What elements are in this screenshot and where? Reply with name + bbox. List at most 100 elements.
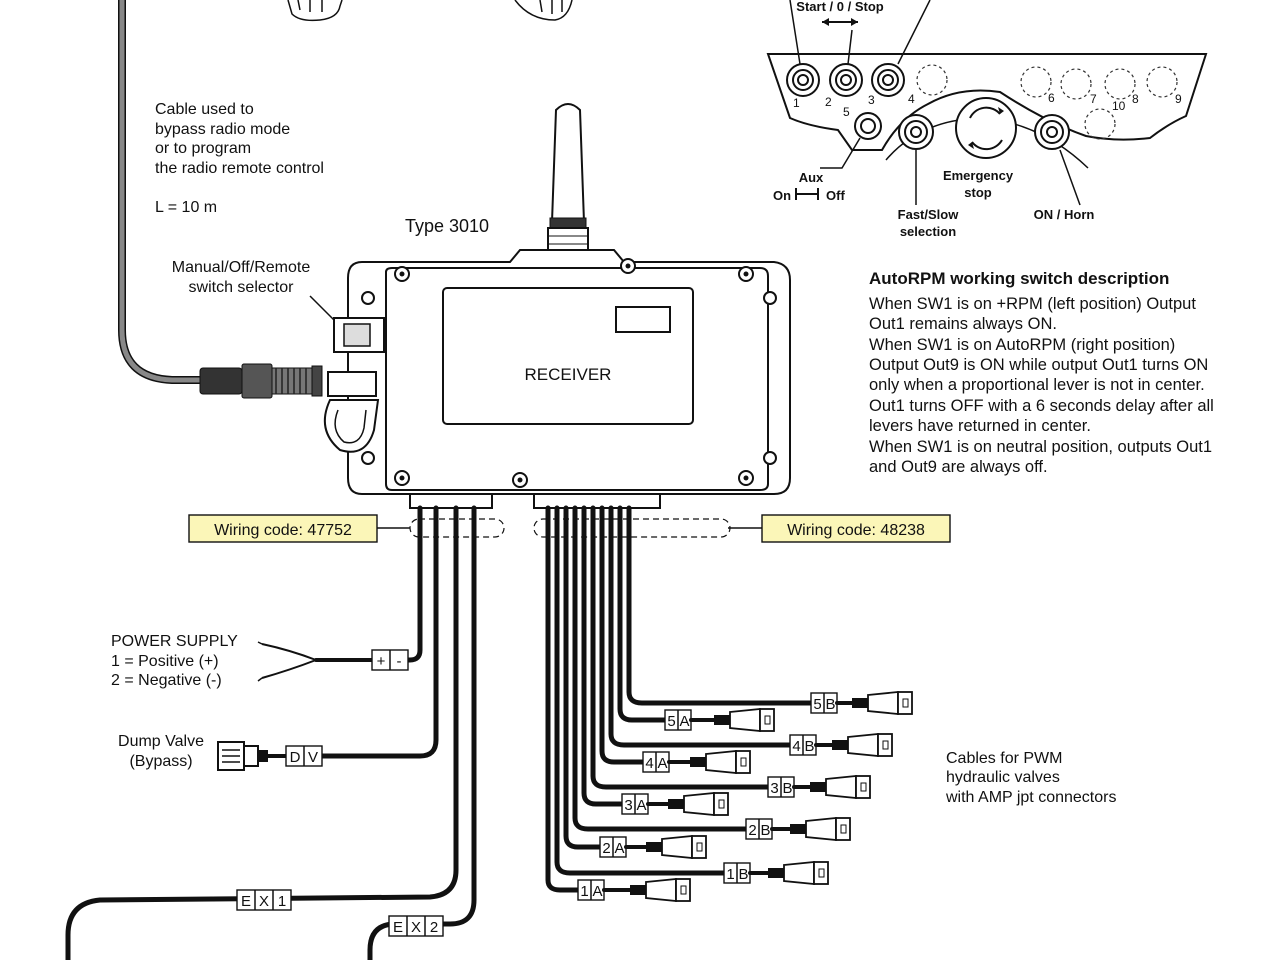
remote-control-panel: 1 2 3 4 5 6 7 10 8 9 Start / 0 / Stop Au… [766,0,1208,239]
svg-text:A: A [592,883,602,900]
valve-2a: 2 A [599,835,707,859]
svg-text:3: 3 [624,797,632,814]
svg-text:X: X [259,893,269,910]
switch-knob-5[interactable] [854,112,882,140]
svg-text:Off: Off [826,188,845,203]
svg-text:selection: selection [900,224,956,239]
svg-text:Wiring code: 48238: Wiring code: 48238 [787,522,925,539]
svg-text:1: 1 [580,883,588,900]
right-harness [545,505,814,893]
svg-text:B: B [804,738,814,755]
svg-text:or to program: or to program [155,140,251,157]
svg-text:2: 2 [602,840,610,857]
antenna [543,103,593,275]
wiring-code-left: Wiring code: 47752 [188,514,505,543]
svg-text:B: B [825,696,835,713]
switch-knob-3[interactable] [871,63,905,97]
receiver-housing [347,249,791,509]
svg-text:7: 7 [1090,92,1097,106]
svg-text:(Bypass): (Bypass) [129,753,192,770]
svg-text:9: 9 [1175,92,1182,106]
svg-text:B: B [738,866,748,883]
svg-text:E: E [241,893,251,910]
svg-text:Cables for PWM: Cables for PWM [946,750,1062,767]
svg-text:E: E [393,919,403,936]
valve-2b: 2 B [745,817,851,841]
svg-text:Output Out9 is ON while output: Output Out9 is ON while output Out1 turn… [869,356,1208,374]
svg-text:-: - [397,653,402,670]
aux-label: Aux [799,170,824,185]
svg-text:POWER SUPPLY: POWER SUPPLY [111,633,238,650]
svg-text:ON / Horn: ON / Horn [1034,207,1095,222]
svg-text:the radio remote control: the radio remote control [155,160,324,177]
svg-text:hydraulic valves: hydraulic valves [946,769,1060,786]
valve-1b: 1 B [723,861,829,885]
svg-text:X: X [411,919,421,936]
svg-text:3: 3 [770,780,778,797]
svg-text:When SW1 is on neutral positio: When SW1 is on neutral position, outputs… [869,438,1212,456]
svg-text:levers have returned in center: levers have returned in center. [869,417,1091,435]
svg-text:2: 2 [748,822,756,839]
svg-text:3: 3 [868,93,875,107]
ghost-knob-10 [1084,108,1116,140]
switch-knob-1[interactable] [786,63,820,97]
fast-slow-knob[interactable] [898,114,934,150]
svg-text:8: 8 [1132,92,1139,106]
svg-text:D: D [290,749,301,766]
svg-text:Out1 turns OFF with a 6 second: Out1 turns OFF with a 6 seconds delay af… [869,397,1214,415]
svg-text:L = 10 m: L = 10 m [155,199,217,216]
autorpm-description: AutoRPM working switch description When … [869,269,1214,476]
receiver-label: RECEIVER [525,365,612,384]
valve-3a: 3 A [621,792,729,816]
svg-text:A: A [636,797,646,814]
svg-text:When SW1 is on AutoRPM (right: When SW1 is on AutoRPM (right position) [869,336,1175,354]
valve-1a: 1 A [577,878,691,902]
on-horn-knob[interactable] [1034,114,1070,150]
svg-text:Manual/Off/Remote: Manual/Off/Remote [172,259,311,276]
svg-text:2: 2 [430,919,438,936]
svg-text:Fast/Slow: Fast/Slow [898,207,960,222]
ex2-tag: E X 2 [388,915,444,937]
ghost-knob-6 [1020,66,1052,98]
selector-switch[interactable] [323,317,385,453]
start-stop-label: Start / 0 / Stop [796,0,883,14]
power-supply: POWER SUPPLY 1 = Positive (+) 2 = Negati… [111,633,409,689]
ghost-knob-4 [916,64,948,96]
svg-text:bypass radio mode: bypass radio mode [155,121,290,138]
dump-valve: Dump Valve (Bypass) D V [118,733,323,771]
pwm-note: Cables for PWM hydraulic valves with AMP… [945,750,1116,806]
svg-text:On: On [773,188,791,203]
valve-5b: 5 B [810,691,913,715]
programming-cable [118,0,323,399]
emergency-stop-button[interactable] [955,97,1017,159]
svg-text:2 = Negative (-): 2 = Negative (-) [111,672,222,689]
svg-text:only when a proportional lever: only when a proportional lever is not in… [869,376,1205,394]
valve-connectors: 5 B 5 A 4 B [577,691,913,902]
autorpm-title: AutoRPM working switch description [869,269,1169,288]
selector-label: Manual/Off/Remote switch selector [172,259,337,323]
svg-text:4: 4 [792,738,800,755]
svg-text:5: 5 [813,696,821,713]
svg-text:stop: stop [964,185,992,200]
ghost-knob-7 [1060,68,1092,100]
svg-text:with AMP jpt connectors: with AMP jpt connectors [945,789,1116,806]
top-clip-shapes [287,0,573,22]
ghost-knob-9 [1146,66,1178,98]
svg-text:V: V [308,749,318,766]
svg-text:1 = Positive (+): 1 = Positive (+) [111,653,219,670]
svg-text:Out1 remains always ON.: Out1 remains always ON. [869,315,1057,333]
svg-text:+: + [377,653,386,670]
svg-text:B: B [782,780,792,797]
cable-note: Cable used to bypass radio mode or to pr… [155,101,324,216]
ex1-tag: E X 1 [236,889,292,911]
switch-knob-2[interactable] [829,63,863,97]
svg-text:6: 6 [1048,91,1055,105]
svg-text:Dump Valve: Dump Valve [118,733,204,750]
svg-text:5: 5 [667,713,675,730]
wiring-code-right: Wiring code: 48238 [533,514,951,543]
valve-3b: 3 B [767,775,871,799]
svg-text:Wiring code: 47752: Wiring code: 47752 [214,522,352,539]
svg-text:Emergency: Emergency [943,168,1014,183]
valve-5a: 5 A [664,708,775,732]
